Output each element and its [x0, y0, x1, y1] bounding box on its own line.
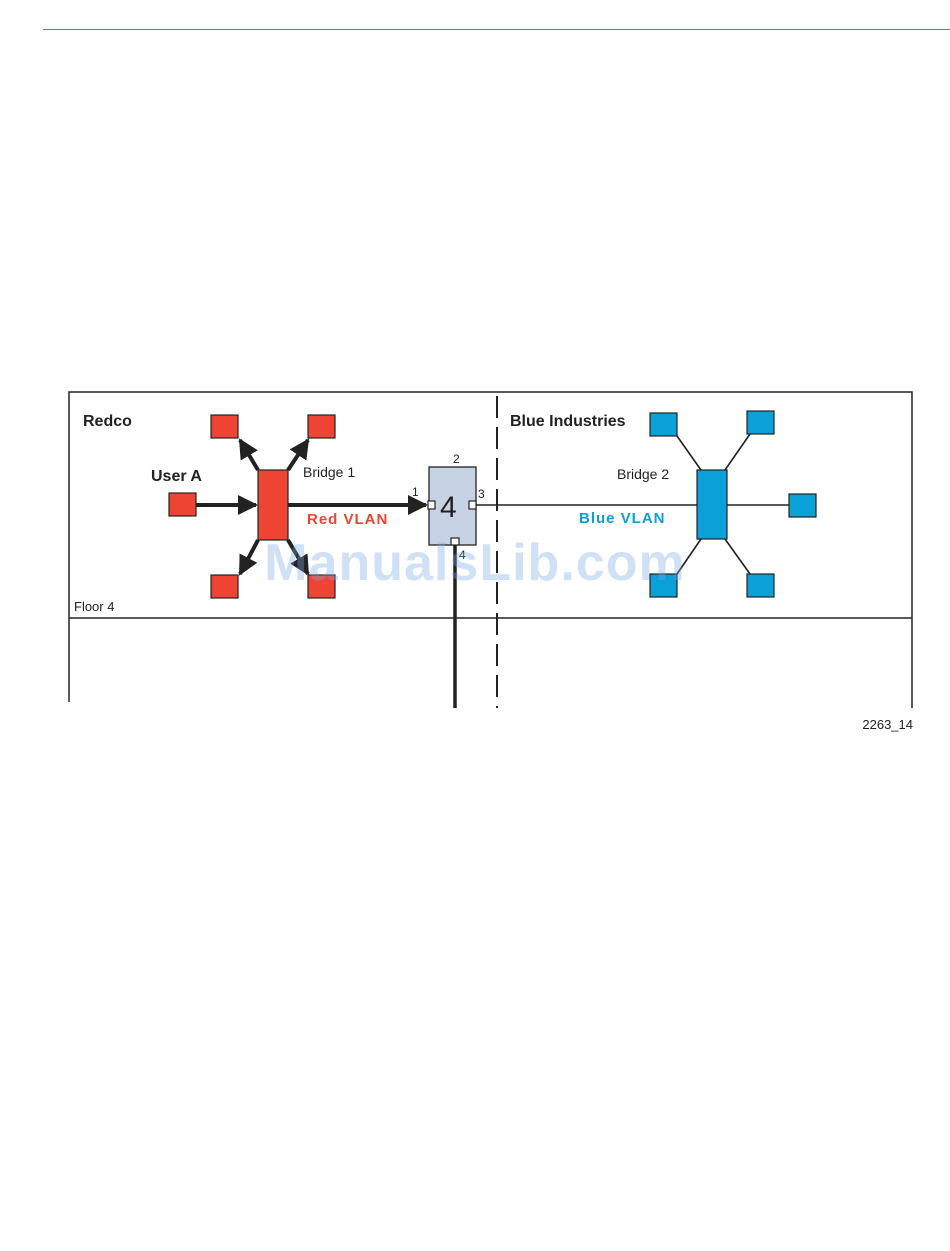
switch-label: 4: [440, 491, 457, 524]
link-bridge-2-to-station-bottom-right: [725, 539, 750, 574]
link-bridge-2-to-station-bottom-left: [677, 539, 701, 574]
link-bridge-2-to-station-top-right: [725, 434, 750, 470]
switch-port-1-label: 1: [412, 485, 419, 499]
blue-station-right: [789, 494, 816, 517]
blue-station-top-left: [650, 413, 677, 436]
switch-port-3-label: 3: [478, 487, 485, 501]
blue-station-top-right: [747, 411, 774, 434]
blue-station-bottom-left: [650, 574, 677, 597]
user-a-label: User A: [151, 468, 202, 485]
building-frame: [69, 392, 912, 708]
switch-port-2-label: 2: [453, 452, 460, 466]
red-vlan-label: Red VLAN: [307, 511, 388, 528]
red-station-top-right: [308, 415, 335, 438]
link-bridge-1-to-station-top-left: [240, 440, 258, 470]
blue-vlan-label: Blue VLAN: [579, 510, 666, 527]
red-station-bottom-left: [211, 575, 238, 598]
zone-label-blue-industries: Blue Industries: [510, 413, 626, 430]
switch-port-3: [469, 501, 476, 509]
link-bridge-2-to-station-top-left: [677, 436, 701, 470]
bridge-1-label: Bridge 1: [303, 464, 355, 480]
bridge-2: [697, 470, 727, 539]
link-bridge-1-to-station-bottom-right: [288, 540, 308, 574]
bridge-2-label: Bridge 2: [617, 466, 669, 482]
figure-id: 2263_14: [862, 717, 913, 732]
link-bridge-1-to-station-bottom-left: [240, 540, 258, 574]
floor-label: Floor 4: [74, 599, 114, 614]
red-station-user-a: [169, 493, 196, 516]
blue-station-bottom-right: [747, 574, 774, 597]
zone-label-redco: Redco: [83, 413, 132, 430]
switch-port-4-label: 4: [459, 548, 466, 562]
red-station-top-left: [211, 415, 238, 438]
bridge-1: [258, 470, 288, 540]
red-station-bottom-right: [308, 575, 335, 598]
switch-port-1: [428, 501, 435, 509]
switch-port-4: [451, 538, 459, 545]
